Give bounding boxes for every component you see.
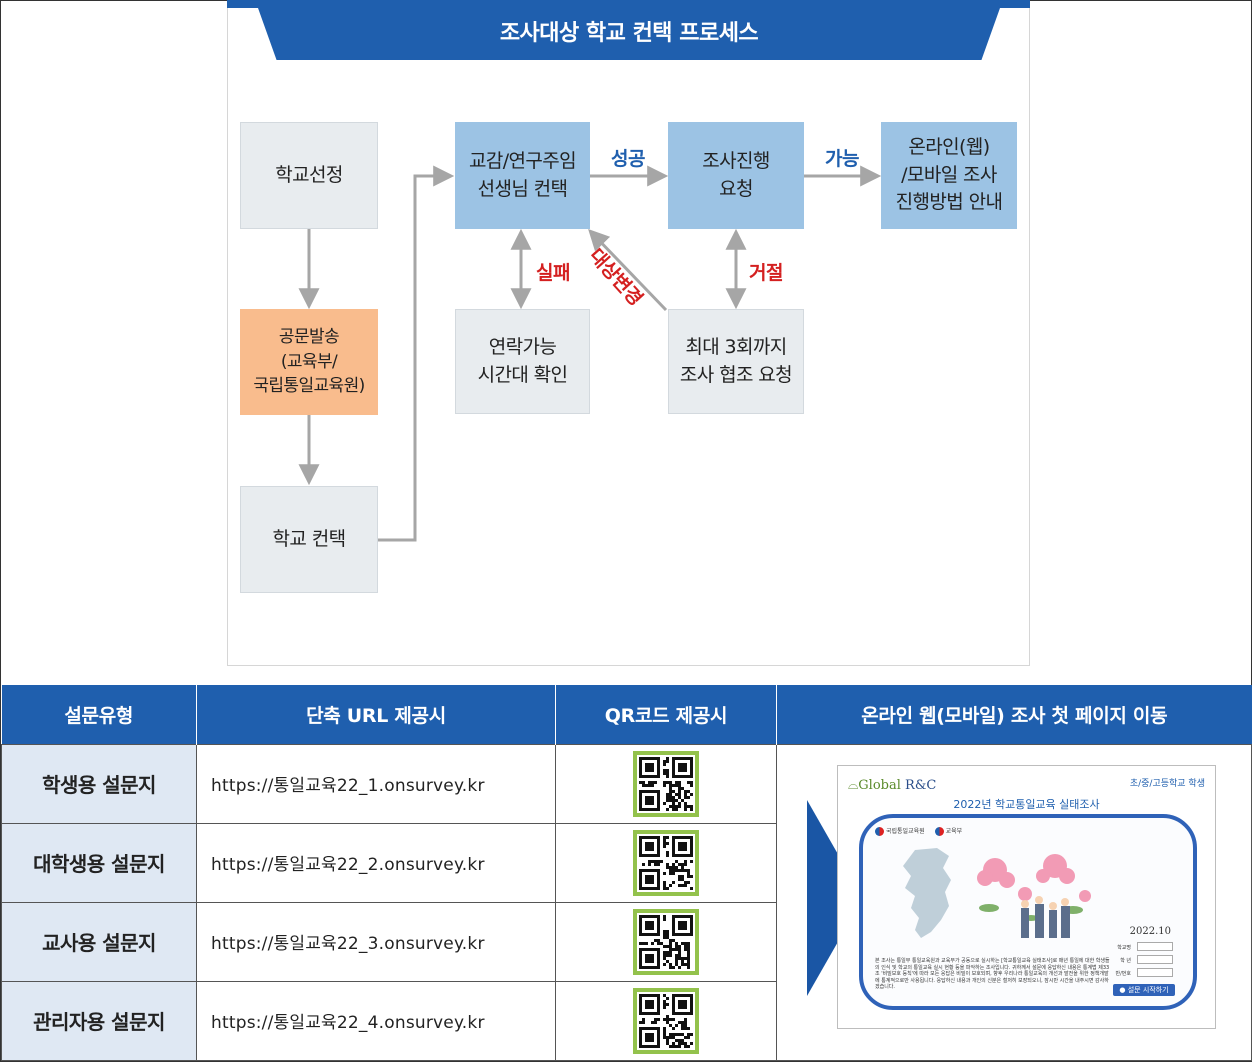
box-official-letter: 공문발송 (교육부/ 국립통일교육원) bbox=[240, 309, 378, 415]
preview-title: 2022년 학교통일교육 실태조사 bbox=[953, 798, 1100, 811]
logo-global-text: Global bbox=[858, 778, 901, 793]
flowers-people-illustration bbox=[977, 854, 1091, 938]
field-class-input[interactable] bbox=[1137, 968, 1173, 977]
org1: 국립통일교육원 bbox=[886, 828, 925, 835]
title-strip bbox=[227, 0, 1030, 8]
title-banner bbox=[258, 8, 1000, 60]
field-school-input[interactable] bbox=[1137, 942, 1173, 951]
arrow-change-target bbox=[588, 228, 668, 312]
taegeuk-icon bbox=[875, 827, 884, 836]
table-row: 대학생용 설문지 https://통일교육22_2.onsurvey.kr bbox=[1, 822, 1252, 903]
qr-cell bbox=[555, 901, 777, 982]
label-possible: 가능 bbox=[825, 148, 859, 170]
survey-url-link[interactable]: https://통일교육22_2.onsurvey.kr bbox=[196, 822, 556, 903]
survey-type-cell: 학생용 설문지 bbox=[1, 743, 197, 824]
survey-url-link[interactable]: https://통일교육22_1.onsurvey.kr bbox=[196, 743, 556, 824]
header-survey-type: 설문유형 bbox=[1, 685, 197, 744]
table-row: 교사용 설문지 https://통일교육22_3.onsurvey.kr bbox=[1, 901, 1252, 982]
box-request-survey: 조사진행 요청 bbox=[668, 122, 804, 229]
survey-url-link[interactable]: https://통일교육22_4.onsurvey.kr bbox=[196, 980, 556, 1061]
box-school-contact: 학교 컨택 bbox=[240, 486, 378, 593]
header-first-page: 온라인 웹(모바일) 조사 첫 페이지 이동 bbox=[776, 685, 1252, 744]
org2: 교육부 bbox=[945, 828, 963, 835]
logo-leaf-icon: ⌓ bbox=[848, 778, 859, 793]
table-row: 관리자용 설문지 https://통일교육22_4.onsurvey.kr bbox=[1, 980, 1252, 1061]
preview-date: 2022.10 bbox=[1129, 926, 1171, 937]
survey-type-cell: 대학생용 설문지 bbox=[1, 822, 197, 903]
qr-code-icon[interactable] bbox=[633, 829, 699, 896]
box-check-time: 연락가능 시간대 확인 bbox=[455, 309, 590, 414]
preview-body-text: 본 조사는 통일부 통일교육원과 교육부가 공동으로 실시하는 [학교통일교육 … bbox=[875, 958, 1110, 990]
qr-code-icon[interactable] bbox=[633, 750, 699, 817]
korea-map-icon bbox=[903, 848, 951, 938]
flow-arrows bbox=[298, 165, 882, 542]
field-label-class: 반/번호 bbox=[1115, 971, 1132, 977]
preview-audience: 초/중/고등학교 학생 bbox=[1129, 779, 1205, 789]
global-rc-logo: ⌓Global R&C bbox=[848, 778, 936, 793]
process-title: 조사대상 학교 컨택 프로세스 bbox=[499, 21, 759, 46]
qr-cell bbox=[555, 743, 777, 824]
box-school-selection: 학교선정 bbox=[240, 122, 378, 229]
field-grade-input[interactable] bbox=[1137, 955, 1173, 964]
survey-first-page-preview[interactable]: ⌓Global R&C 초/중/고등학교 학생 2022년 학교통일교육 실태조… bbox=[837, 765, 1216, 1029]
arrow-contact-to-teacher bbox=[378, 165, 455, 542]
preview-card: 국립통일교육원 교육부 2022.10 학교명 학 년 반/번호 ● 설문 시작… bbox=[859, 814, 1197, 1010]
field-label-school: 학교명 bbox=[1117, 945, 1131, 951]
qr-cell bbox=[555, 822, 777, 903]
logo-rc-text: R&C bbox=[905, 778, 937, 793]
label-fail: 실패 bbox=[536, 262, 570, 284]
survey-type-cell: 교사용 설문지 bbox=[1, 901, 197, 982]
header-short-url: 단축 URL 제공시 bbox=[196, 685, 556, 744]
survey-url-link[interactable]: https://통일교육22_3.onsurvey.kr bbox=[196, 901, 556, 982]
label-success: 성공 bbox=[611, 148, 645, 170]
qr-code-icon[interactable] bbox=[633, 987, 699, 1054]
box-contact-teacher: 교감/연구주임 선생님 컨택 bbox=[455, 122, 590, 229]
taegeuk-icon bbox=[934, 827, 944, 836]
qr-code-icon[interactable] bbox=[633, 908, 699, 975]
header-qr-code: QR코드 제공시 bbox=[555, 685, 777, 744]
box-request-3times: 최대 3회까지 조사 협조 요청 bbox=[668, 309, 804, 414]
preview-orgs: 국립통일교육원 교육부 bbox=[875, 826, 962, 836]
survey-type-cell: 관리자용 설문지 bbox=[1, 980, 197, 1061]
box-online-guide: 온라인(웹) /모바일 조사 진행방법 안내 bbox=[881, 122, 1017, 229]
qr-cell bbox=[555, 980, 777, 1061]
field-label-grade: 학 년 bbox=[1120, 958, 1131, 964]
survey-table: 설문유형 단축 URL 제공시 QR코드 제공시 온라인 웹(모바일) 조사 첫… bbox=[1, 685, 1252, 1061]
label-refuse: 거절 bbox=[749, 262, 783, 284]
start-survey-button[interactable]: ● 설문 시작하기 bbox=[1113, 984, 1175, 996]
table-header-row: 설문유형 단축 URL 제공시 QR코드 제공시 온라인 웹(모바일) 조사 첫… bbox=[1, 685, 1252, 744]
